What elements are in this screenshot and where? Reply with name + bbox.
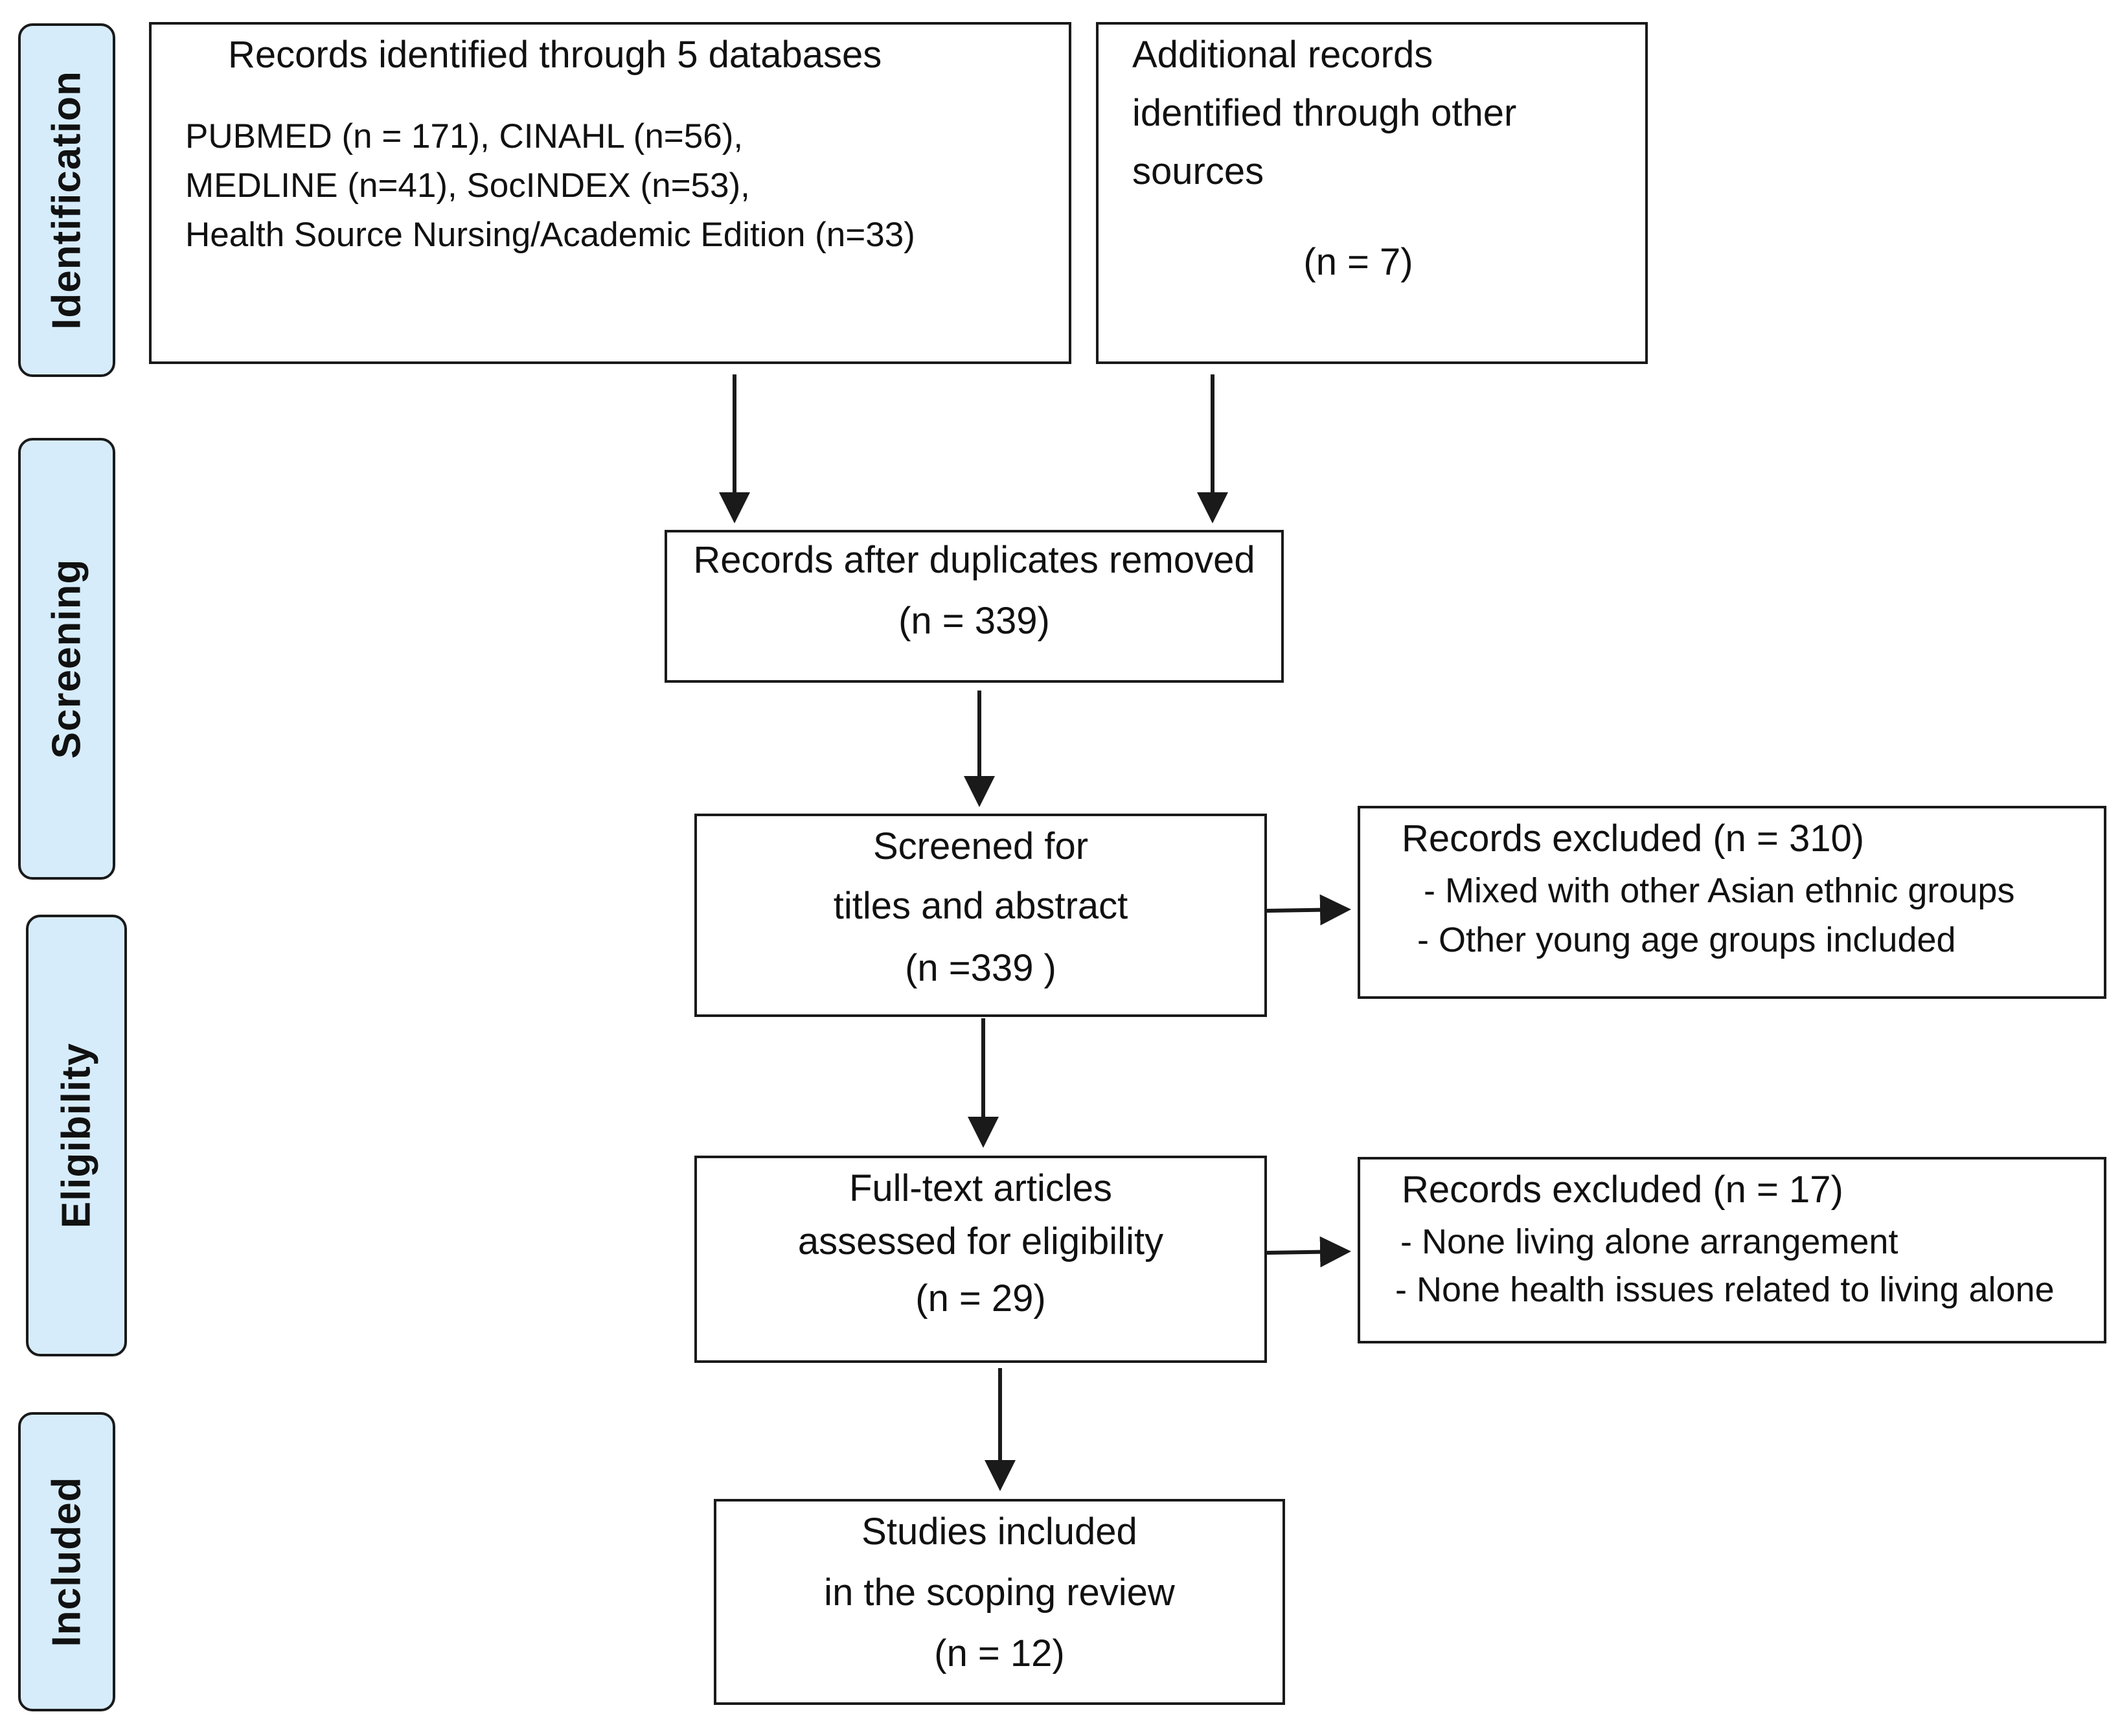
other-sources-line-2: identified through other [1132, 92, 1517, 134]
excluded-screening-item-1: - Mixed with other Asian ethnic groups [1424, 871, 2015, 910]
other-sources-box: Additional records identified through ot… [1096, 22, 1648, 364]
excluded-fulltext-item-2: - None health issues related to living a… [1395, 1270, 2055, 1309]
phase-screening: Screening [18, 438, 115, 880]
duplicates-removed-line-1: Records after duplicates removed [693, 539, 1255, 581]
excluded-screening-box: Records excluded (n = 310) - Mixed with … [1358, 806, 2106, 999]
other-sources-line-3: sources [1132, 150, 1264, 192]
fulltext-line-2: assessed for eligibility [797, 1220, 1164, 1262]
screened-count: (n =339 ) [905, 947, 1056, 989]
included-count: (n = 12) [934, 1632, 1065, 1674]
fulltext-box: Full-text articles assessed for eligibil… [694, 1156, 1267, 1363]
screened-line-2: titles and abstract [833, 885, 1128, 927]
fulltext-count: (n = 29) [915, 1277, 1046, 1319]
databases-line-1: PUBMED (n = 171), CINAHL (n=56), [185, 117, 744, 155]
other-sources-count: (n = 7) [1303, 241, 1413, 283]
phase-included: Included [18, 1412, 115, 1711]
databases-box: Records identified through 5 databases P… [149, 22, 1071, 364]
duplicates-removed-count: (n = 339) [898, 600, 1050, 642]
excluded-screening-item-2: - Other young age groups included [1417, 920, 1956, 959]
phase-identification: Identification [18, 23, 115, 377]
excluded-fulltext-item-1: - None living alone arrangement [1400, 1222, 1898, 1261]
arrow-fulltext-to-excluded [1266, 1236, 1351, 1268]
databases-title: Records identified through 5 databases [228, 34, 882, 76]
databases-line-3: Health Source Nursing/Academic Edition (… [185, 216, 915, 254]
included-line-2: in the scoping review [824, 1571, 1175, 1614]
screened-box: Screened for titles and abstract (n =339… [694, 814, 1267, 1017]
databases-line-2: MEDLINE (n=41), SocINDEX (n=53), [185, 166, 750, 205]
excluded-fulltext-box: Records excluded (n = 17) - None living … [1358, 1157, 2106, 1343]
screened-line-1: Screened for [872, 825, 1089, 867]
phase-eligibility: Eligibility [26, 915, 127, 1356]
duplicates-removed-box: Records after duplicates removed (n = 33… [665, 530, 1284, 683]
included-box: Studies included in the scoping review (… [714, 1499, 1285, 1705]
included-line-1: Studies included [861, 1511, 1137, 1553]
fulltext-line-1: Full-text articles [849, 1167, 1113, 1209]
other-sources-line-1: Additional records [1132, 34, 1433, 76]
excluded-screening-title: Records excluded (n = 310) [1402, 817, 1865, 860]
arrow-screened-to-excluded [1266, 894, 1351, 926]
excluded-fulltext-title: Records excluded (n = 17) [1402, 1169, 1843, 1211]
